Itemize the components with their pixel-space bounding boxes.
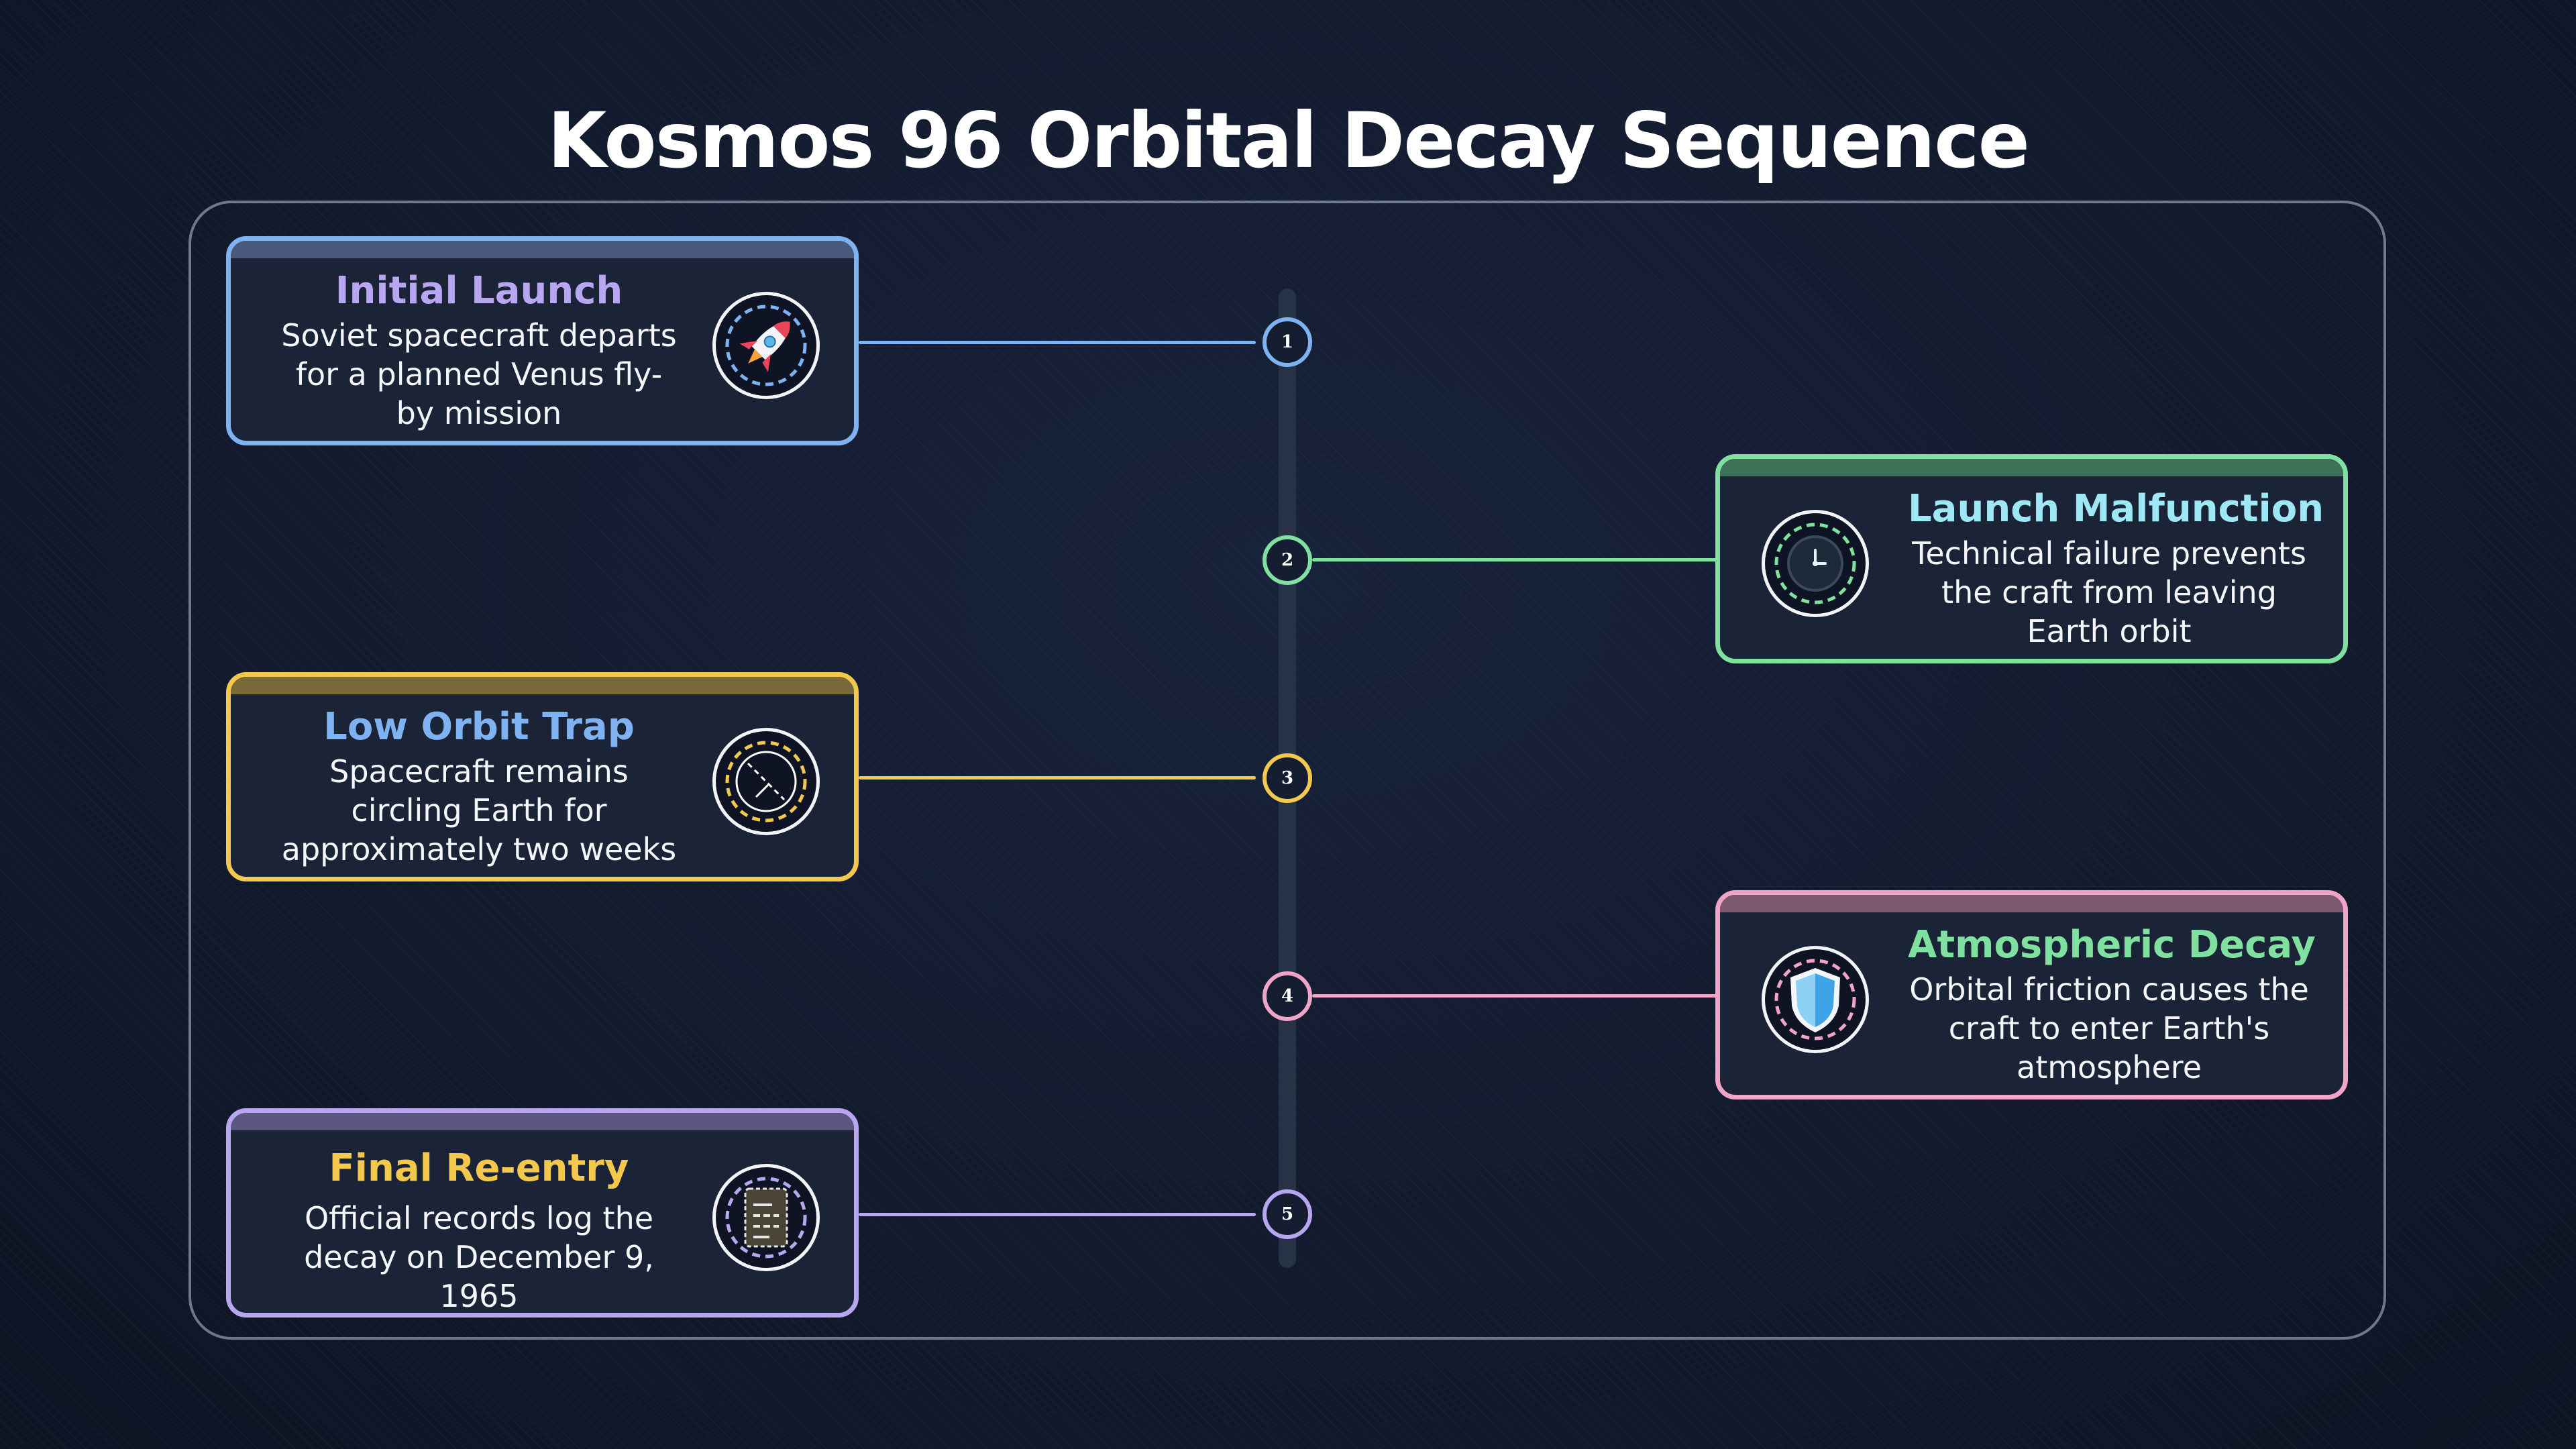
- card-stripe: [231, 1113, 854, 1130]
- step-node-1: 1: [1263, 317, 1312, 367]
- step-heading-5: Final Re-entry: [329, 1146, 629, 1190]
- connector-4: [1312, 994, 1719, 998]
- clock-icon: [1762, 510, 1869, 617]
- step-description-4: Orbital friction causes the craft to ent…: [1909, 971, 2309, 1085]
- connector-5: [859, 1213, 1256, 1216]
- connector-2: [1312, 558, 1719, 561]
- card-stripe: [231, 677, 854, 694]
- step-description-5: Official records log the decay on Decemb…: [304, 1200, 654, 1314]
- step-description-1: Soviet spacecraft departs for a planned …: [281, 317, 677, 431]
- step-node-3: 3: [1263, 753, 1312, 803]
- step-heading-1: Initial Launch: [335, 269, 623, 313]
- rocket-icon: [712, 292, 820, 399]
- step-description-2: Technical failure prevents the craft fro…: [1912, 535, 2306, 649]
- card-stripe: [1720, 895, 2343, 912]
- step-description-3: Spacecraft remains circling Earth for ap…: [281, 753, 677, 867]
- step-heading-2: Launch Malfunction: [1908, 487, 2324, 531]
- step-heading-4: Atmospheric Decay: [1908, 923, 2316, 967]
- step-node-4: 4: [1263, 971, 1312, 1021]
- step-node-5: 5: [1263, 1189, 1312, 1239]
- timeline-frame: [189, 201, 2386, 1340]
- card-stripe: [231, 241, 854, 258]
- step-heading-3: Low Orbit Trap: [323, 705, 635, 749]
- page-title: Kosmos 96 Orbital Decay Sequence: [547, 96, 2030, 185]
- document-icon: [712, 1164, 820, 1271]
- step-card-3: Low Orbit Trap Spacecraft remains circli…: [226, 672, 859, 881]
- step-card-1: Initial Launch Soviet spacecraft departs…: [226, 236, 859, 445]
- step-card-2: Launch Malfunction Technical failure pre…: [1715, 454, 2348, 663]
- connector-3: [859, 776, 1256, 780]
- card-stripe: [1720, 459, 2343, 476]
- orbit-icon: [712, 728, 820, 835]
- shield-icon: [1762, 946, 1869, 1053]
- step-node-2: 2: [1263, 535, 1312, 585]
- connector-1: [859, 341, 1256, 344]
- step-card-5: Final Re-entry Official records log the …: [226, 1108, 859, 1318]
- step-card-4: Atmospheric Decay Orbital friction cause…: [1715, 890, 2348, 1099]
